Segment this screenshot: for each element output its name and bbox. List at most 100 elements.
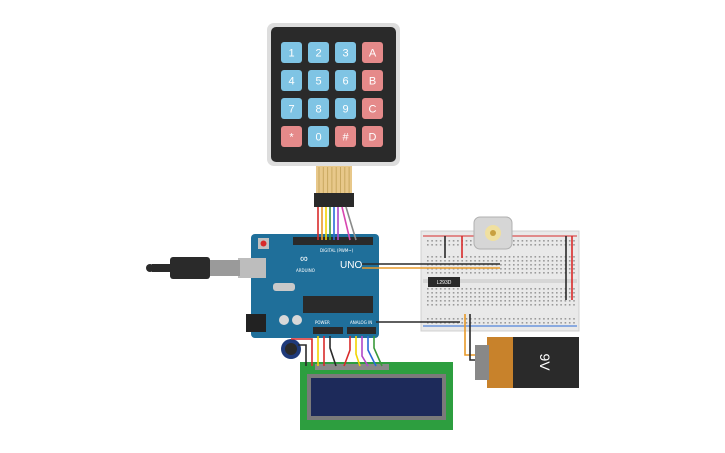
breadboard-hole xyxy=(465,244,468,246)
breadboard-hole xyxy=(504,288,506,290)
keypad-key-face[interactable] xyxy=(362,126,383,147)
keypad-key[interactable]: 8 xyxy=(308,98,329,119)
breadboard-hole xyxy=(547,300,549,302)
breadboard-hole xyxy=(427,272,429,274)
l293d-chip xyxy=(428,277,460,287)
breadboard-hole xyxy=(452,260,455,262)
keypad-key[interactable]: D xyxy=(362,126,383,147)
keypad-key[interactable]: * xyxy=(281,126,302,147)
breadboard-hole xyxy=(556,264,558,266)
keypad-key-label: 8 xyxy=(315,104,321,116)
breadboard-hole xyxy=(551,304,554,306)
breadboard-hole xyxy=(457,292,459,294)
breadboard-hole xyxy=(495,318,498,320)
breadboard-hole xyxy=(508,256,511,258)
wire xyxy=(343,336,351,367)
keypad-key-face[interactable] xyxy=(281,126,302,147)
dc-motor[interactable] xyxy=(473,216,513,250)
breadboard-hole xyxy=(530,264,532,266)
keypad-key[interactable]: 7 xyxy=(281,98,302,119)
breadboard-hole xyxy=(495,292,498,294)
keypad-key-face[interactable] xyxy=(308,42,329,63)
breadboard-hole xyxy=(431,240,433,242)
breadboard-hole xyxy=(470,256,472,258)
breadboard-hole xyxy=(513,240,515,242)
keypad-key[interactable]: C xyxy=(362,98,383,119)
breadboard-hole xyxy=(538,296,541,298)
breadboard-hole xyxy=(517,264,519,266)
breadboard-hole xyxy=(551,300,554,302)
breadboard-hole xyxy=(530,300,532,302)
keypad-key[interactable]: B xyxy=(362,70,383,91)
breadboard-hole xyxy=(448,296,451,298)
keypad-key[interactable]: 5 xyxy=(308,70,329,91)
breadboard-hole xyxy=(474,272,476,274)
breadboard-hole xyxy=(474,300,476,302)
breadboard-hole xyxy=(517,256,519,258)
breadboard-hole xyxy=(543,268,545,270)
breadboard-hole xyxy=(504,318,506,320)
keypad-key-face[interactable] xyxy=(335,126,356,147)
breadboard-hole xyxy=(487,318,489,320)
keypad-key-face[interactable] xyxy=(281,70,302,91)
breadboard-hole xyxy=(551,240,554,242)
keypad-key-face[interactable] xyxy=(362,70,383,91)
breadboard-hole xyxy=(538,292,541,294)
breadboard-hole xyxy=(439,244,442,246)
keypad-key-face[interactable] xyxy=(335,42,356,63)
keypad-key[interactable]: 6 xyxy=(335,70,356,91)
breadboard-hole xyxy=(538,272,541,274)
keypad-key-face[interactable] xyxy=(308,126,329,147)
keypad-key-face[interactable] xyxy=(335,70,356,91)
potentiometer[interactable] xyxy=(281,339,301,359)
breadboard-hole xyxy=(556,240,558,242)
crystal xyxy=(273,283,295,291)
keypad-key[interactable]: 2 xyxy=(308,42,329,63)
keypad-key[interactable]: 4 xyxy=(281,70,302,91)
breadboard-hole xyxy=(457,240,459,242)
breadboard-hole xyxy=(439,288,442,290)
keypad-key-face[interactable] xyxy=(281,42,302,63)
breadboard-hole xyxy=(431,256,433,258)
usb-cable-end xyxy=(152,264,172,272)
keypad-key-face[interactable] xyxy=(335,98,356,119)
breadboard-hole xyxy=(560,256,562,258)
keypad-key-face[interactable] xyxy=(308,98,329,119)
breadboard-hole xyxy=(448,304,451,306)
keypad-key[interactable]: 3 xyxy=(335,42,356,63)
power-jack xyxy=(246,314,266,332)
breadboard-hole xyxy=(517,300,519,302)
keypad-key[interactable]: A xyxy=(362,42,383,63)
breadboard-hole xyxy=(556,304,558,306)
breadboard-hole xyxy=(500,318,502,320)
keypad-key[interactable]: 0 xyxy=(308,126,329,147)
arduino-uno[interactable]: DIGITAL (PWM~) ∞ ARDUINO UNO POWER ANALO… xyxy=(238,234,379,338)
breadboard-hole xyxy=(538,256,541,258)
wire xyxy=(355,336,361,367)
keypad-key-face[interactable] xyxy=(362,42,383,63)
breadboard-hole xyxy=(482,292,485,294)
usb-connector xyxy=(210,260,240,276)
keypad-key[interactable]: 1 xyxy=(281,42,302,63)
battery-9v[interactable]: 9V xyxy=(475,337,579,388)
keypad-key-label: # xyxy=(342,132,349,144)
keypad-key-label: 6 xyxy=(342,76,348,88)
keypad-key[interactable]: 9 xyxy=(335,98,356,119)
breadboard-hole xyxy=(517,304,519,306)
keypad-key-face[interactable] xyxy=(362,98,383,119)
ribbon-cable xyxy=(316,166,352,196)
keypad-key[interactable]: # xyxy=(335,126,356,147)
keypad-key-face[interactable] xyxy=(281,98,302,119)
lcd-16x2[interactable] xyxy=(300,362,453,430)
breadboard-hole xyxy=(525,288,528,290)
breadboard-hole xyxy=(439,318,442,320)
breadboard-hole xyxy=(487,322,489,324)
breadboard-hole xyxy=(508,296,511,298)
breadboard-hole xyxy=(551,288,554,290)
keypad-key-face[interactable] xyxy=(308,70,329,91)
breadboard-hole xyxy=(521,264,524,266)
breadboard-hole xyxy=(452,244,455,246)
breadboard-hole xyxy=(478,296,481,298)
